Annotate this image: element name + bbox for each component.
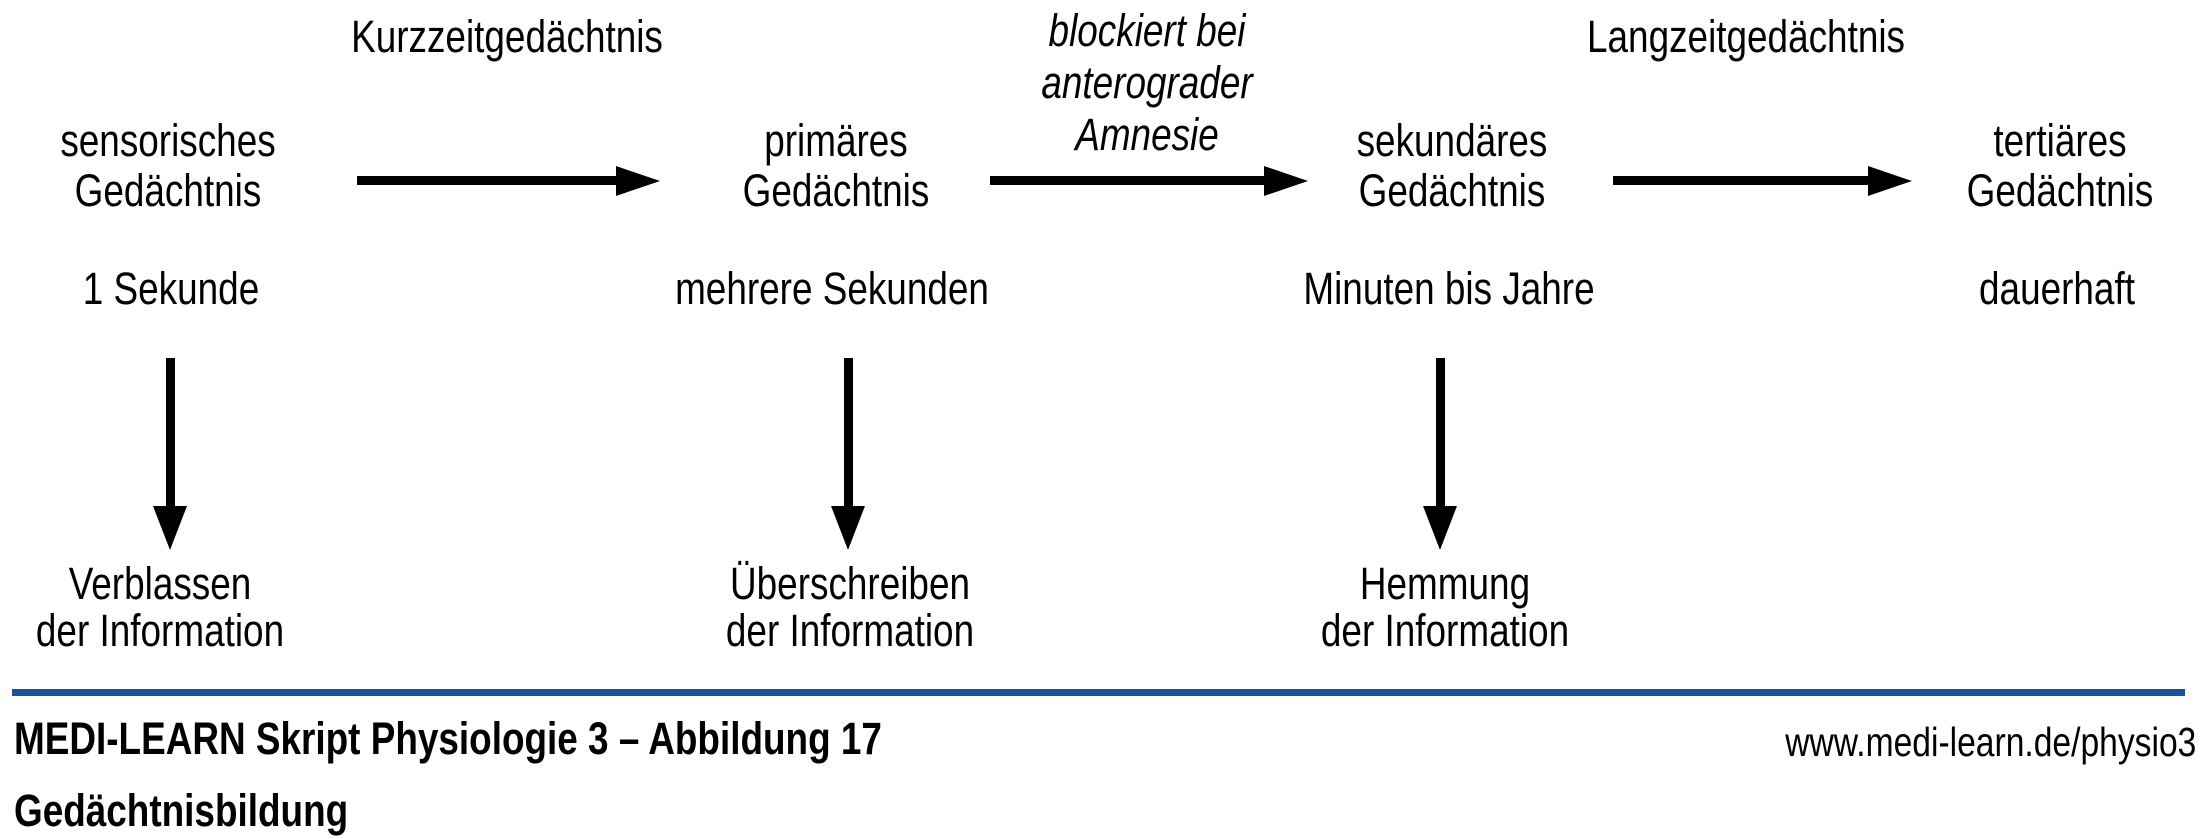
flow-arrow-secondary-to-tertiary xyxy=(1613,166,1912,196)
stage-tertiary-line-1: tertiäres xyxy=(1993,115,2127,166)
stage-primary-line-1: primäres xyxy=(764,115,908,166)
decay-label-sensory: Verblassen der Information xyxy=(36,560,284,654)
decay-primary-line-2: der Information xyxy=(725,605,975,656)
stage-secondary-line-1: sekundäres xyxy=(1356,115,1548,166)
arrow-head-icon xyxy=(1868,166,1912,196)
stage-sensory-label: sensorisches Gedächtnis xyxy=(60,116,275,216)
decay-arrow-sensory xyxy=(153,358,187,550)
stage-secondary-line-2: Gedächtnis xyxy=(1358,165,1546,216)
stage-primary-line-2: Gedächtnis xyxy=(742,165,930,216)
stage-sensory-line-1: sensorisches xyxy=(60,115,276,166)
decay-label-primary: Überschreiben der Information xyxy=(726,560,974,654)
decay-arrow-secondary xyxy=(1423,358,1457,550)
footer-url: www.medi-learn.de/physio3 xyxy=(1784,719,2196,765)
stage-primary-label: primäres Gedächtnis xyxy=(743,116,930,216)
arrow-shaft xyxy=(357,176,622,185)
arrow-shaft xyxy=(1435,358,1445,506)
flow-arrow-sensory-to-primary xyxy=(357,166,660,196)
arrow-shaft xyxy=(1613,176,1874,185)
note-line-1: blockiert bei xyxy=(1048,5,1246,56)
decay-sensory-line-2: der Information xyxy=(35,605,285,656)
footer-source-line: MEDI-LEARN Skript Physiologie 3 – Abbild… xyxy=(14,713,882,764)
short-term-memory-header: Kurzzeitgedächtnis xyxy=(351,11,663,62)
note-line-2: anterograder xyxy=(1041,57,1253,108)
arrow-head-icon xyxy=(153,506,187,550)
arrow-head-icon xyxy=(616,166,660,196)
duration-tertiary: dauerhaft xyxy=(1979,263,2135,314)
decay-sensory-line-1: Verblassen xyxy=(68,558,252,609)
duration-sensory: 1 Sekunde xyxy=(82,263,260,314)
figure-title: Gedächtnisbildung xyxy=(14,785,349,836)
stage-sensory-line-2: Gedächtnis xyxy=(74,165,262,216)
arrow-head-icon xyxy=(831,506,865,550)
arrow-shaft xyxy=(990,176,1270,185)
duration-secondary: Minuten bis Jahre xyxy=(1303,263,1595,314)
flow-arrow-primary-to-secondary xyxy=(990,166,1308,196)
stage-tertiary-label: tertiäres Gedächtnis xyxy=(1967,116,2154,216)
note-line-3: Amnesie xyxy=(1075,109,1219,160)
duration-primary: mehrere Sekunden xyxy=(675,263,989,314)
decay-secondary-line-2: der Information xyxy=(1320,605,1570,656)
decay-primary-line-1: Überschreiben xyxy=(730,558,970,609)
stage-secondary-label: sekundäres Gedächtnis xyxy=(1357,116,1548,216)
decay-arrow-primary xyxy=(831,358,865,550)
long-term-memory-header: Langzeitgedächtnis xyxy=(1587,11,1905,62)
footer-divider-rule xyxy=(12,689,2185,696)
stage-tertiary-line-2: Gedächtnis xyxy=(1966,165,2154,216)
arrow-head-icon xyxy=(1264,166,1308,196)
decay-secondary-line-1: Hemmung xyxy=(1359,558,1531,609)
arrow-shaft xyxy=(843,358,853,506)
anterograde-amnesia-note: blockiert bei anterograder Amnesie xyxy=(1041,5,1252,161)
arrow-head-icon xyxy=(1423,506,1457,550)
arrow-shaft xyxy=(165,358,175,506)
decay-label-secondary: Hemmung der Information xyxy=(1321,560,1569,654)
